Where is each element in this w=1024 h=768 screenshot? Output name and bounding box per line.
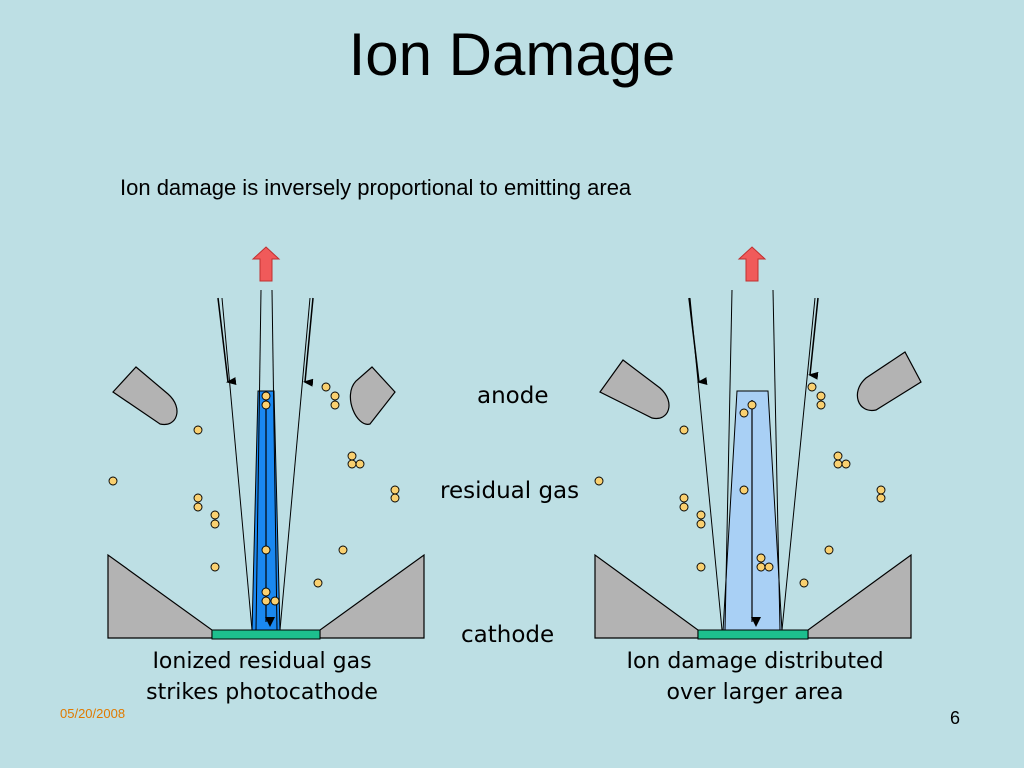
gas-particle bbox=[261, 391, 271, 401]
gas-particle bbox=[261, 596, 271, 606]
gas-particle bbox=[816, 391, 826, 401]
residual-gas-label: residual gas bbox=[440, 478, 580, 504]
right-caption: Ion damage distributed over larger area bbox=[600, 646, 910, 708]
right-gas-particles bbox=[594, 382, 886, 588]
gas-particle bbox=[679, 493, 689, 503]
gas-particle bbox=[807, 382, 817, 392]
left-ion-path-left bbox=[217, 297, 237, 386]
gas-particle bbox=[355, 459, 365, 469]
gas-particle bbox=[679, 425, 689, 435]
gas-particle bbox=[347, 459, 357, 469]
left-gas-particles bbox=[108, 382, 400, 606]
left-caption-line1: Ionized residual gas bbox=[152, 649, 372, 674]
gas-particle bbox=[270, 596, 280, 606]
left-beam-edge-2 bbox=[255, 289, 262, 631]
page-number: 6 bbox=[950, 708, 961, 728]
gas-particle bbox=[210, 510, 220, 520]
left-cathode-right-wedge bbox=[319, 553, 425, 639]
gas-particle bbox=[261, 545, 271, 555]
gas-particle bbox=[338, 545, 348, 555]
left-photocathode bbox=[211, 629, 321, 640]
gas-particle bbox=[747, 400, 757, 410]
gas-particle bbox=[313, 578, 323, 588]
right-beam-edge-2 bbox=[724, 289, 733, 631]
gas-particle bbox=[594, 476, 604, 486]
gas-particle bbox=[833, 459, 843, 469]
gas-particle bbox=[799, 578, 809, 588]
gas-particle bbox=[210, 519, 220, 529]
left-beam-edge-4 bbox=[279, 297, 311, 631]
gas-particle bbox=[193, 425, 203, 435]
slide-date: 05/20/2008 bbox=[60, 706, 126, 721]
slide-subtitle: Ion damage is inversely proportional to … bbox=[120, 175, 632, 200]
right-ion-path-right bbox=[808, 297, 819, 380]
right-beam-edge-4 bbox=[781, 297, 816, 631]
left-ion-path-right bbox=[303, 297, 314, 387]
gas-particle bbox=[193, 502, 203, 512]
gas-particle bbox=[876, 493, 886, 503]
gas-particle bbox=[261, 587, 271, 597]
gas-particle bbox=[824, 545, 834, 555]
gas-particle bbox=[739, 408, 749, 418]
right-output-arrow bbox=[737, 246, 767, 282]
right-diagram bbox=[594, 246, 922, 640]
left-anode-left-electrode bbox=[112, 366, 178, 426]
gas-particle bbox=[841, 459, 851, 469]
gas-particle bbox=[816, 400, 826, 410]
gas-particle bbox=[210, 562, 220, 572]
anode-label: anode bbox=[477, 383, 549, 409]
right-cathode-right-wedge bbox=[807, 553, 912, 639]
right-caption-line2: over larger area bbox=[666, 680, 844, 705]
gas-particle bbox=[739, 485, 749, 495]
gas-particle bbox=[390, 493, 400, 503]
gas-particle bbox=[833, 451, 843, 461]
right-beam-edge-3 bbox=[772, 289, 781, 631]
gas-particle bbox=[193, 493, 203, 503]
gas-particle bbox=[764, 562, 774, 572]
left-anode-right-electrode bbox=[349, 366, 396, 425]
gas-particle bbox=[330, 391, 340, 401]
page-title: Ion Damage bbox=[348, 21, 676, 88]
gas-particle bbox=[321, 382, 331, 392]
left-caption-line2: strikes photocathode bbox=[146, 680, 378, 705]
left-output-arrow bbox=[251, 246, 281, 282]
gas-particle bbox=[696, 519, 706, 529]
gas-particle bbox=[696, 510, 706, 520]
gas-particle bbox=[330, 400, 340, 410]
right-anode-right-electrode bbox=[856, 351, 922, 411]
left-cathode-left-wedge bbox=[107, 553, 213, 639]
gas-particle bbox=[696, 562, 706, 572]
gas-particle bbox=[756, 553, 766, 563]
gas-particle bbox=[261, 400, 271, 410]
left-diagram bbox=[107, 246, 425, 640]
gas-particle bbox=[347, 451, 357, 461]
left-beam-edge-3 bbox=[271, 289, 278, 631]
left-beam-edge-1 bbox=[221, 297, 253, 631]
cathode-label: cathode bbox=[461, 622, 555, 648]
gas-particle bbox=[108, 476, 118, 486]
gas-particle bbox=[756, 562, 766, 572]
left-caption: Ionized residual gas strikes photocathod… bbox=[112, 646, 412, 708]
right-cathode-left-wedge bbox=[594, 553, 699, 639]
right-anode-left-electrode bbox=[599, 359, 670, 420]
gas-particle bbox=[876, 485, 886, 495]
gas-particle bbox=[390, 485, 400, 495]
right-photocathode bbox=[697, 629, 809, 640]
gas-particle bbox=[679, 502, 689, 512]
right-beam-edge-1 bbox=[689, 297, 723, 631]
right-caption-line1: Ion damage distributed bbox=[626, 649, 884, 674]
